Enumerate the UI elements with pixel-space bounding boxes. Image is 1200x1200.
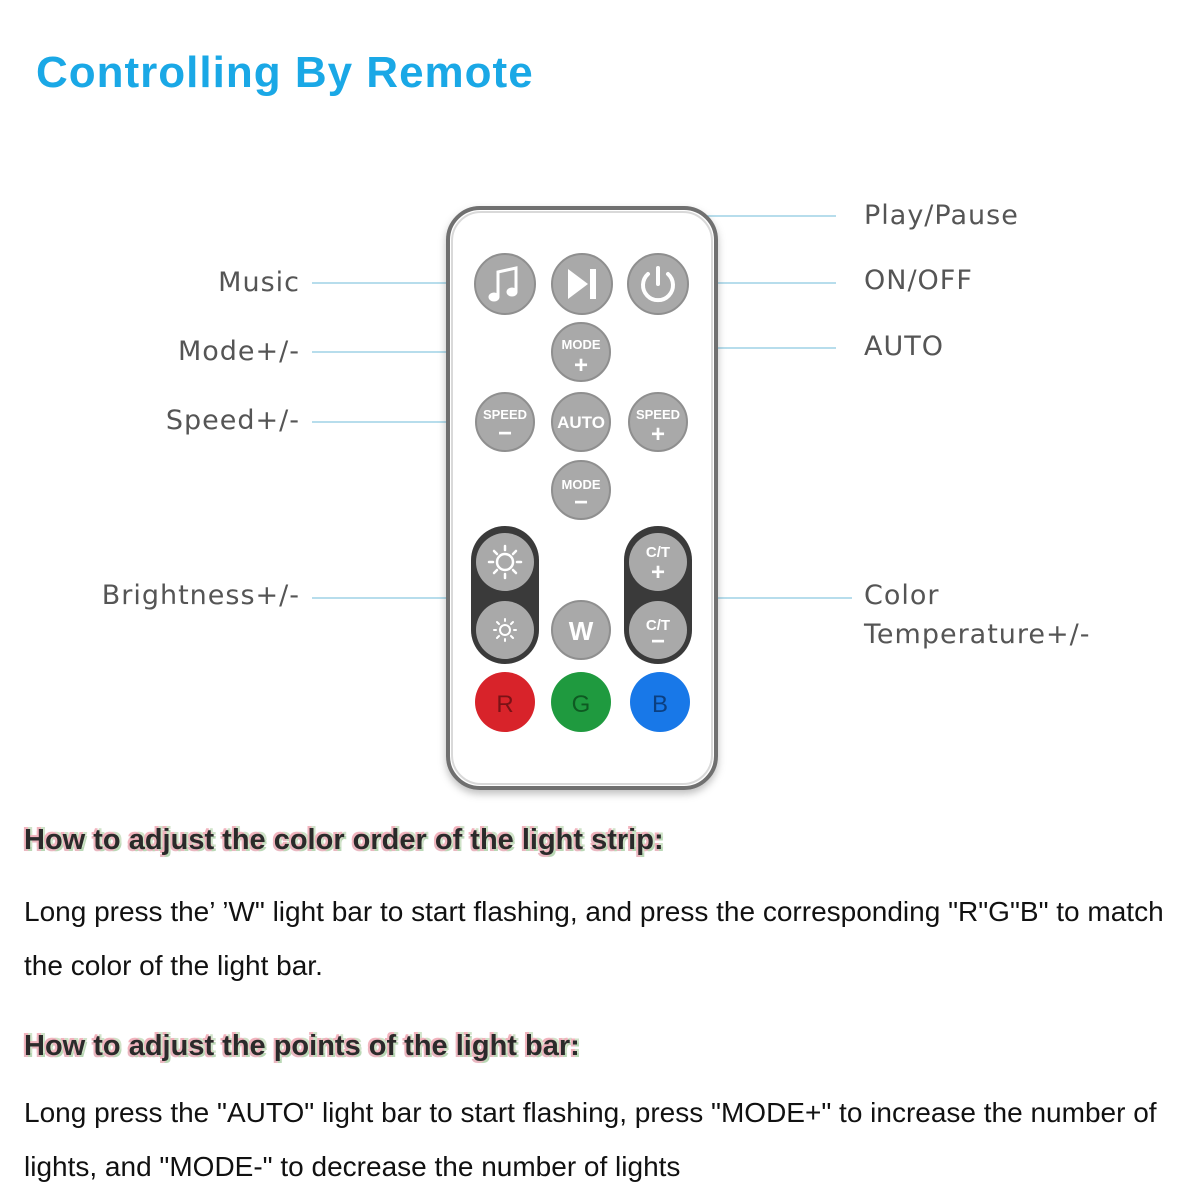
speed-plus-label: SPEED	[636, 407, 680, 422]
ct-minus-label: C/T	[646, 617, 670, 634]
section-heading-color-order: How to adjust the color order of the lig…	[24, 824, 664, 856]
remote-diagram: MODE + SPEED − AUTO SPEED + MODE −	[101, 200, 1091, 790]
mode-plus-button[interactable]: MODE +	[551, 322, 611, 382]
green-button[interactable]: G	[551, 672, 611, 732]
speed-plus-button[interactable]: SPEED +	[628, 392, 688, 452]
speed-minus-button[interactable]: SPEED −	[475, 392, 535, 452]
ct-minus-sign: −	[651, 628, 665, 655]
g-label: G	[572, 691, 591, 718]
remote-illustration: MODE + SPEED − AUTO SPEED + MODE −	[312, 206, 852, 790]
mode-plus-sign: +	[574, 352, 588, 379]
color-temp-up-button[interactable]: C/T +	[629, 533, 687, 591]
blue-button[interactable]: B	[630, 672, 690, 732]
b-label: B	[652, 691, 668, 718]
mode-minus-button[interactable]: MODE −	[551, 460, 611, 520]
music-button[interactable]	[474, 253, 536, 315]
speed-plus-sign: +	[651, 421, 665, 448]
section-text-points: Long press the "AUTO" light bar to start…	[24, 1097, 1157, 1182]
callout-color-temp-line2: Temperature+/-	[864, 619, 1091, 650]
mode-minus-sign: −	[574, 489, 588, 516]
page-title: Controlling By Remote	[36, 48, 534, 97]
music-note-icon	[488, 266, 518, 302]
section-text-color-order: Long press the’ ’W" light bar to start f…	[24, 896, 1164, 981]
power-icon	[641, 266, 675, 303]
sun-large-icon	[487, 544, 523, 580]
auto-label: AUTO	[557, 413, 605, 432]
mode-minus-label: MODE	[562, 477, 601, 492]
play-pause-icon	[568, 269, 596, 299]
callout-on-off: ON/OFF	[864, 265, 973, 296]
speed-minus-sign: −	[498, 420, 512, 447]
callout-speed: Speed+/-	[165, 405, 300, 436]
sun-small-icon	[493, 618, 517, 642]
ct-plus-label: C/T	[646, 544, 670, 561]
ct-plus-sign: +	[651, 559, 665, 586]
auto-button[interactable]: AUTO	[551, 392, 611, 452]
callout-brightness: Brightness+/-	[101, 580, 300, 611]
power-button[interactable]	[627, 253, 689, 315]
callout-auto: AUTO	[864, 331, 944, 362]
brightness-down-button[interactable]	[476, 601, 534, 659]
w-button[interactable]: W	[551, 600, 611, 660]
brightness-up-button[interactable]	[476, 533, 534, 591]
color-temp-down-button[interactable]: C/T −	[629, 601, 687, 659]
callout-play-pause: Play/Pause	[864, 200, 1019, 231]
w-label: W	[569, 616, 594, 646]
callout-color-temp-line1: Color	[864, 580, 940, 611]
speed-minus-label: SPEED	[483, 407, 527, 422]
mode-plus-label: MODE	[562, 337, 601, 352]
red-button[interactable]: R	[475, 672, 535, 732]
section-heading-points: How to adjust the points of the light ba…	[24, 1030, 580, 1062]
callout-music: Music	[218, 267, 300, 298]
play-pause-button[interactable]	[551, 253, 613, 315]
callout-mode: Mode+/-	[177, 336, 300, 367]
r-label: R	[496, 691, 513, 718]
